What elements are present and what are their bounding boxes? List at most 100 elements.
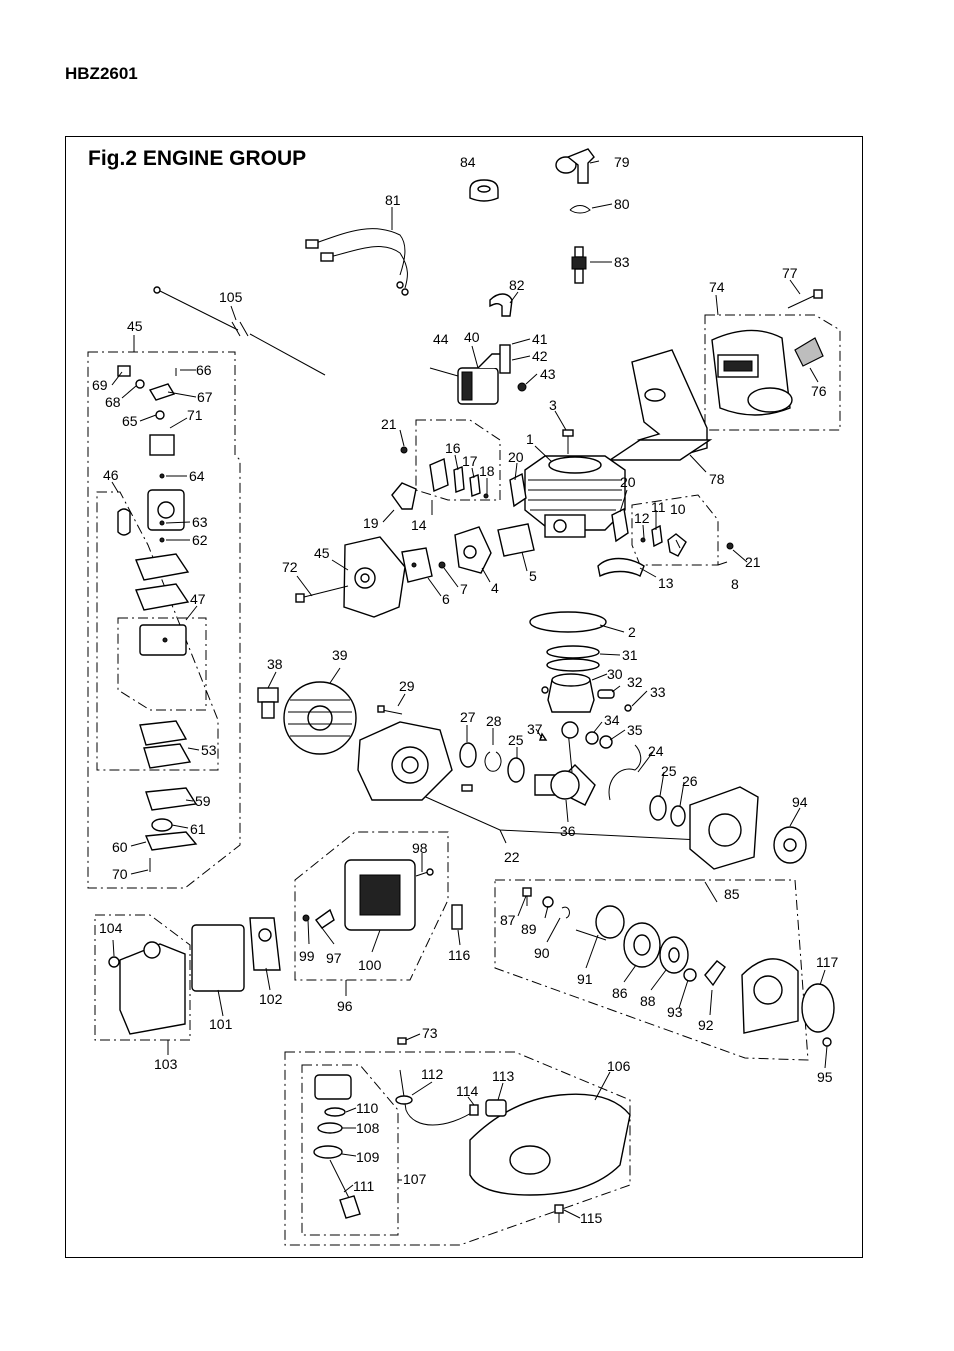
callout: 110 xyxy=(356,1100,379,1116)
callout: 2 xyxy=(628,624,636,640)
group-46-outline xyxy=(96,491,219,771)
callout: 29 xyxy=(399,678,415,694)
callout: 106 xyxy=(607,1058,631,1074)
pin-32 xyxy=(597,689,615,699)
callout: 25 xyxy=(661,763,677,779)
washer-109 xyxy=(313,1145,343,1159)
figure-frame xyxy=(65,136,863,1258)
part-62 xyxy=(159,537,165,543)
callout: 12 xyxy=(634,510,650,526)
o-ring-110 xyxy=(324,1107,346,1117)
callout: 64 xyxy=(189,468,205,484)
gasket-20b xyxy=(611,507,629,543)
nut-21b xyxy=(726,542,734,550)
callout: 99 xyxy=(299,948,315,964)
callout: 31 xyxy=(622,647,638,663)
callout: 24 xyxy=(648,743,664,759)
screw-3 xyxy=(562,429,574,454)
callout: 92 xyxy=(698,1017,714,1033)
callout: 32 xyxy=(627,674,643,690)
carburetor-45 xyxy=(343,536,406,618)
part-114 xyxy=(469,1104,479,1116)
group-106-outline xyxy=(284,1051,631,1246)
group-47-outline xyxy=(117,617,207,711)
callout: 42 xyxy=(532,348,548,364)
hose-13 xyxy=(597,557,645,578)
callout: 67 xyxy=(197,389,213,405)
callout: 30 xyxy=(607,666,623,682)
callout: 17 xyxy=(462,453,478,469)
decal-117 xyxy=(801,983,835,1033)
group-85-outline xyxy=(494,879,809,1061)
callout: 73 xyxy=(422,1025,438,1041)
callout: 116 xyxy=(448,947,471,963)
callout: 90 xyxy=(534,945,550,961)
callout: 7 xyxy=(460,581,468,597)
part-63 xyxy=(159,520,165,526)
callout: 88 xyxy=(640,993,656,1009)
handle-92 xyxy=(704,960,726,987)
callout: 28 xyxy=(486,713,502,729)
plug-cap-79 xyxy=(555,148,595,184)
callout: 8 xyxy=(731,576,739,592)
callout: 21 xyxy=(745,554,761,570)
callout: 61 xyxy=(190,821,206,837)
oil-seal-25b xyxy=(649,795,667,821)
callout: 65 xyxy=(122,413,138,429)
nut-21a xyxy=(400,446,408,454)
callout: 18 xyxy=(479,463,495,479)
callout: 114 xyxy=(456,1083,479,1099)
spark-plug-83 xyxy=(571,246,587,284)
callout: 47 xyxy=(190,591,206,607)
callout: 89 xyxy=(521,921,537,937)
washer-93 xyxy=(683,968,697,982)
gasket-20a xyxy=(509,472,527,508)
group-107-outline xyxy=(301,1064,399,1236)
element-101 xyxy=(191,924,245,992)
callout: 109 xyxy=(356,1149,380,1165)
nut-18 xyxy=(483,493,489,499)
model-number: HBZ2601 xyxy=(65,64,138,83)
callout: 4 xyxy=(491,580,499,596)
callout: 97 xyxy=(326,950,342,966)
group-96-outline xyxy=(294,831,449,981)
callout: 45 xyxy=(314,545,330,561)
callout: 21 xyxy=(381,416,397,432)
ring-31b xyxy=(546,658,600,672)
gasket-24 xyxy=(608,744,642,801)
bearing-35 xyxy=(599,735,613,749)
con-rod-36 xyxy=(561,721,579,773)
callout: 91 xyxy=(577,971,593,987)
callout: 34 xyxy=(604,712,620,728)
callout: 37 xyxy=(527,721,543,737)
knob-104 xyxy=(108,956,120,968)
callout: 33 xyxy=(650,684,666,700)
needle-65 xyxy=(155,410,165,420)
fuel-cap-110 xyxy=(314,1074,352,1100)
callout: 20 xyxy=(620,474,636,490)
ring-31a xyxy=(546,645,600,659)
callout: 43 xyxy=(540,366,556,382)
callout: 44 xyxy=(433,331,449,347)
muffler-cover-74 xyxy=(711,329,793,416)
pulley-88 xyxy=(659,936,689,974)
gasket-46 xyxy=(117,508,131,536)
fuel-tank-106 xyxy=(469,1093,631,1196)
parts xyxy=(108,148,835,1223)
pump-cover-47 xyxy=(139,624,187,656)
callout: 104 xyxy=(99,920,123,936)
callout: 113 xyxy=(492,1068,515,1084)
primer-cover-59 xyxy=(145,787,198,811)
callout: 45 xyxy=(127,318,143,334)
wire-harness-81 xyxy=(305,228,409,296)
callout: 22 xyxy=(504,849,520,865)
nut-12 xyxy=(640,537,646,543)
diaphragm-cover-47b xyxy=(135,583,190,611)
callout: 93 xyxy=(667,1004,683,1020)
callout: 84 xyxy=(460,154,476,170)
washer-108 xyxy=(317,1122,343,1134)
callout: 19 xyxy=(363,515,379,531)
callout: 101 xyxy=(209,1016,233,1032)
callout: 94 xyxy=(792,794,808,810)
spark-arrestor-76 xyxy=(794,337,824,367)
